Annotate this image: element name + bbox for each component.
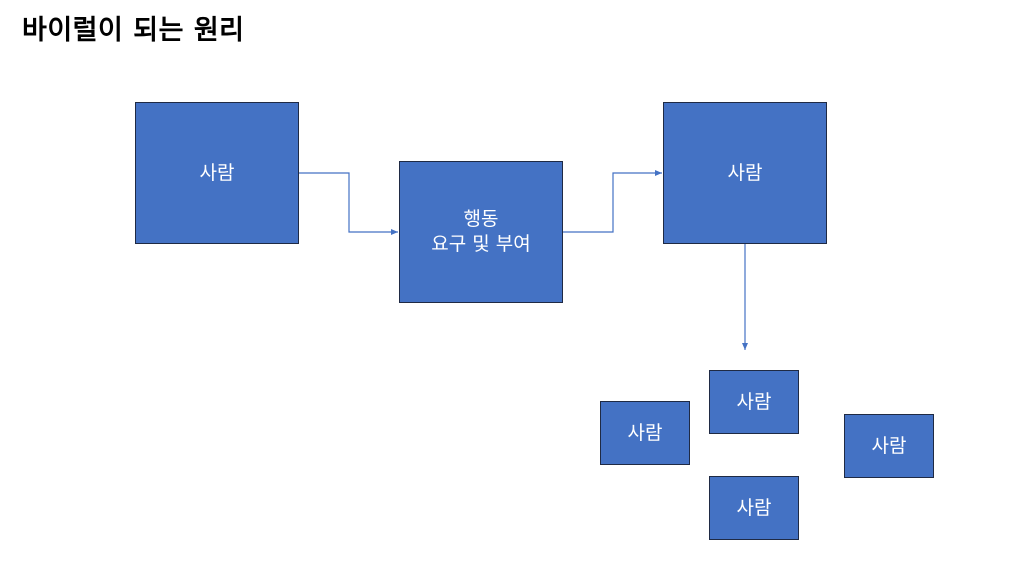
person-box-source: 사람 — [135, 102, 299, 244]
group-person-box-bottom: 사람 — [709, 476, 799, 540]
group-person-bottom-label: 사람 — [736, 496, 772, 519]
action-box-label-line2: 요구 및 부여 — [431, 233, 531, 255]
group-person-left-label: 사람 — [627, 421, 663, 444]
action-box: 행동 요구 및 부여 — [399, 161, 563, 303]
person-box-target: 사람 — [663, 102, 827, 244]
arrow-action-to-person — [563, 170, 662, 233]
group-person-right-label: 사람 — [871, 434, 907, 457]
group-person-box-right: 사람 — [844, 414, 934, 478]
group-person-top-label: 사람 — [736, 390, 772, 413]
person-box-target-label: 사람 — [727, 161, 763, 184]
action-box-label-line1: 행동 — [463, 208, 499, 231]
person-box-source-label: 사람 — [199, 161, 235, 184]
arrow-person-to-action — [299, 172, 398, 235]
group-person-box-top: 사람 — [709, 370, 799, 434]
group-person-box-left: 사람 — [600, 401, 690, 465]
page-title: 바이럴이 되는 원리 — [22, 15, 245, 46]
